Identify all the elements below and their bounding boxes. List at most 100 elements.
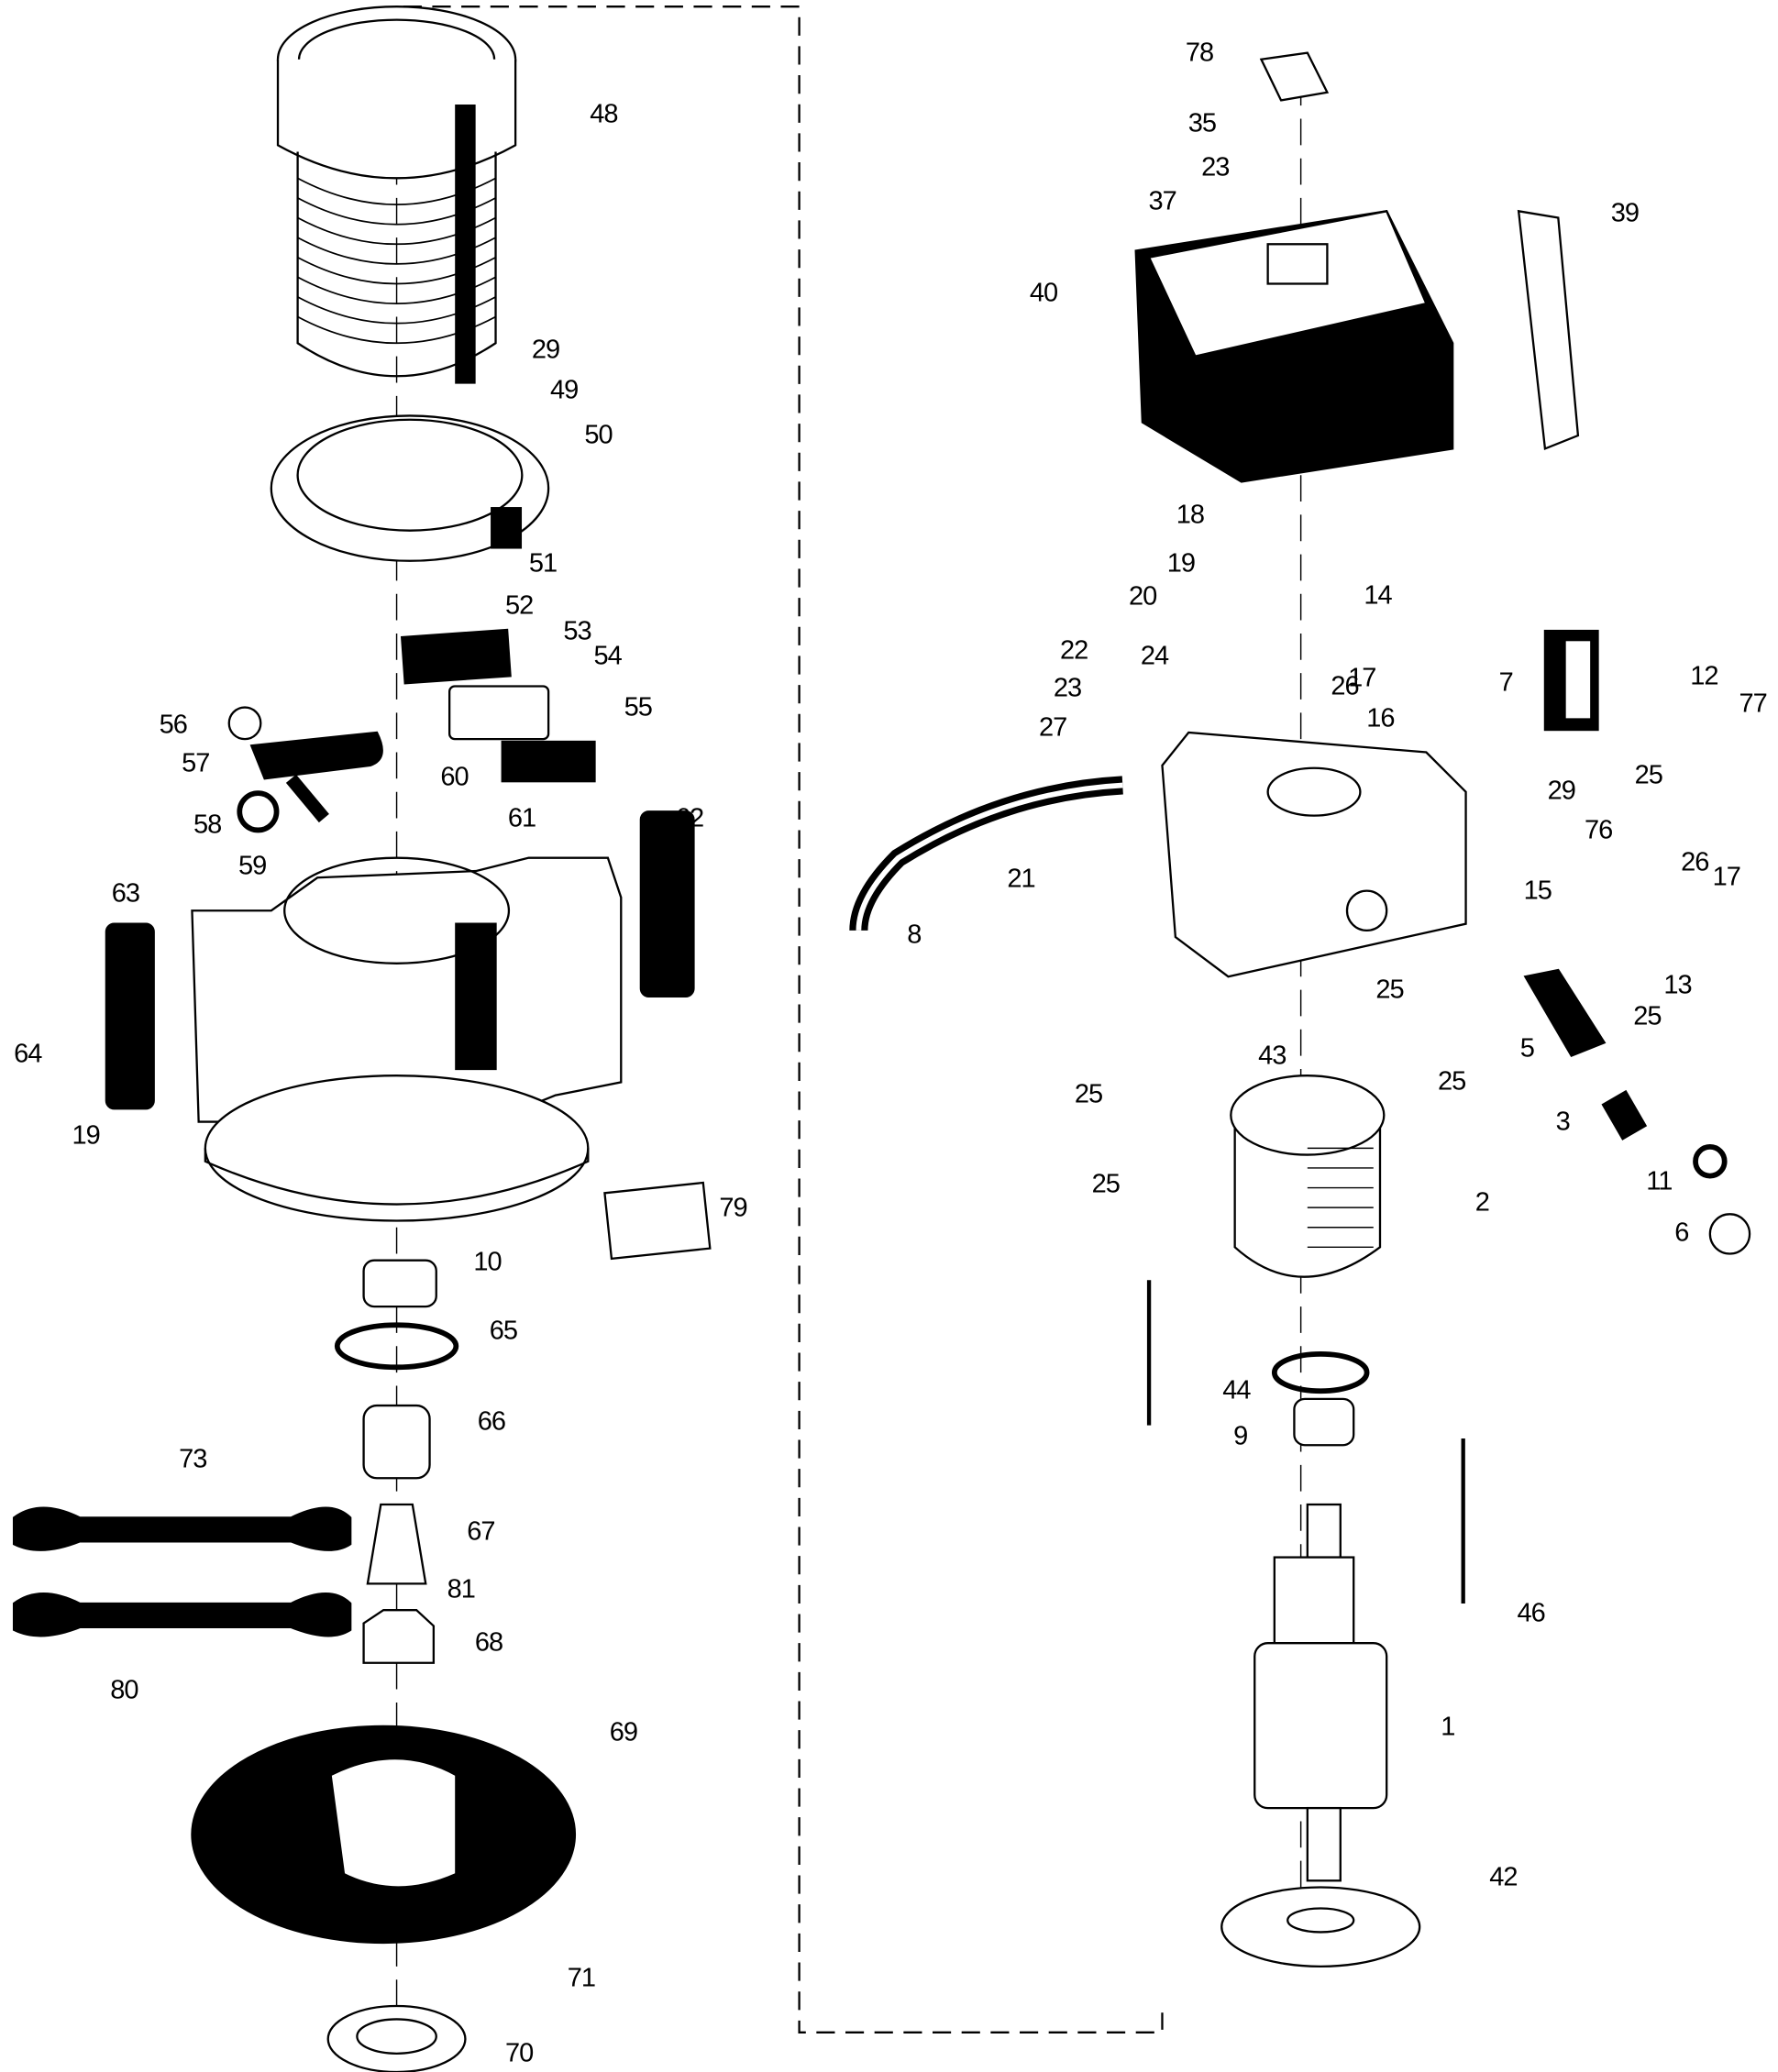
- clamp-lever-57: [249, 731, 383, 780]
- part-label-13: 13: [1663, 970, 1692, 1000]
- guide-ring-70: [326, 2004, 467, 2072]
- part-label-67: 67: [467, 1516, 495, 1547]
- part-label-29: 29: [531, 335, 560, 365]
- part-label-65: 65: [489, 1316, 518, 1346]
- part-label-69: 69: [609, 1717, 638, 1747]
- part-label-39: 39: [1610, 198, 1640, 228]
- part-label-20: 20: [1128, 581, 1157, 612]
- part-label-23: 23: [1201, 152, 1230, 182]
- part-label-68: 68: [474, 1627, 503, 1658]
- part-label-25: 25: [1633, 1001, 1662, 1031]
- part-label-19: 19: [72, 1120, 100, 1151]
- bearing-10: [362, 1259, 437, 1308]
- base-61: [191, 856, 623, 1222]
- part-label-25: 25: [1375, 975, 1404, 1005]
- part-label-60: 60: [440, 762, 469, 792]
- part-label-44: 44: [1222, 1375, 1251, 1405]
- part-label-21: 21: [1007, 864, 1035, 894]
- part-label-16: 16: [1366, 703, 1395, 733]
- part-label-25: 25: [1074, 1079, 1103, 1109]
- dashed-connector: [403, 6, 1164, 2033]
- o-ring-11: [1693, 1144, 1728, 1179]
- retaining-ring-58: [237, 790, 280, 833]
- retaining-ring-65: [334, 1322, 459, 1371]
- clamp-screw-59: [285, 774, 329, 823]
- part-label-35: 35: [1187, 108, 1217, 138]
- part-label-46: 46: [1517, 1598, 1545, 1628]
- part-label-71: 71: [567, 1963, 596, 1993]
- depth-ring-50: [270, 414, 550, 562]
- part-label-42: 42: [1489, 1862, 1518, 1892]
- part-label-18: 18: [1176, 500, 1205, 530]
- part-label-6: 6: [1674, 1218, 1689, 1248]
- part-label-11: 11: [1646, 1166, 1673, 1196]
- motor-cover-40: [1134, 210, 1454, 483]
- clamp-block-55: [501, 740, 596, 783]
- part-label-9: 9: [1233, 1421, 1248, 1451]
- part-label-10: 10: [473, 1247, 502, 1277]
- part-label-25: 25: [1091, 1169, 1121, 1199]
- handle-62: [639, 810, 695, 997]
- part-label-55: 55: [624, 692, 653, 722]
- bearing-9: [1293, 1397, 1355, 1447]
- part-label-17: 17: [1712, 862, 1741, 892]
- part-label-43: 43: [1258, 1041, 1287, 1071]
- part-label-3: 3: [1555, 1107, 1571, 1137]
- part-label-64: 64: [14, 1039, 42, 1069]
- part-label-76: 76: [1584, 815, 1613, 845]
- collet-nut-81: [362, 1609, 436, 1664]
- part-label-26: 26: [1331, 671, 1359, 701]
- part-label-57: 57: [182, 748, 210, 778]
- brush-3: [1601, 1089, 1648, 1141]
- brush-holder-5: [1523, 968, 1607, 1058]
- part-label-81: 81: [447, 1574, 476, 1604]
- part-label-70: 70: [505, 2038, 534, 2068]
- part-label-78: 78: [1185, 38, 1214, 68]
- part-label-12: 12: [1690, 661, 1718, 691]
- armature-1: [1253, 1503, 1388, 1882]
- part-label-27: 27: [1038, 712, 1067, 743]
- field-2: [1230, 1075, 1386, 1278]
- part-label-15: 15: [1523, 876, 1552, 906]
- part-label-5: 5: [1519, 1033, 1535, 1064]
- fan-42: [1220, 1886, 1421, 1967]
- part-label-14: 14: [1364, 580, 1392, 611]
- part-label-80: 80: [110, 1675, 138, 1705]
- wrench-80: [12, 1593, 352, 1637]
- part-label-22: 22: [1060, 635, 1088, 666]
- retaining-ring-44: [1271, 1351, 1370, 1394]
- part-label-53: 53: [563, 616, 591, 646]
- part-label-51: 51: [528, 548, 558, 579]
- part-label-63: 63: [111, 878, 140, 909]
- part-label-58: 58: [193, 810, 222, 840]
- part-label-17: 17: [1348, 663, 1376, 693]
- part-label-25: 25: [1634, 760, 1663, 790]
- part-label-8: 8: [907, 920, 922, 950]
- part-label-54: 54: [593, 641, 623, 671]
- part-label-24: 24: [1140, 641, 1169, 671]
- part-label-29: 29: [1547, 776, 1576, 806]
- field-case-15: [1161, 731, 1467, 978]
- part-label-62: 62: [675, 803, 704, 833]
- label-79: [603, 1181, 712, 1261]
- clamp-plate-53: [400, 628, 512, 685]
- part-label-59: 59: [238, 851, 267, 881]
- part-label-7: 7: [1498, 667, 1514, 698]
- clamp-plate-54: [447, 685, 550, 741]
- part-label-19: 19: [1166, 548, 1196, 579]
- switch-plate-39: [1517, 209, 1580, 451]
- part-label-73: 73: [179, 1444, 207, 1474]
- part-label-37: 37: [1148, 186, 1177, 216]
- handle-63: [105, 922, 155, 1110]
- part-label-50: 50: [584, 420, 613, 450]
- brush-cap-6: [1708, 1213, 1751, 1255]
- part-label-40: 40: [1029, 278, 1058, 308]
- collet-67: [366, 1503, 427, 1585]
- part-label-2: 2: [1474, 1187, 1490, 1218]
- part-label-49: 49: [549, 375, 579, 405]
- part-label-79: 79: [719, 1193, 747, 1223]
- nut-56: [227, 706, 262, 741]
- part-label-56: 56: [159, 710, 188, 740]
